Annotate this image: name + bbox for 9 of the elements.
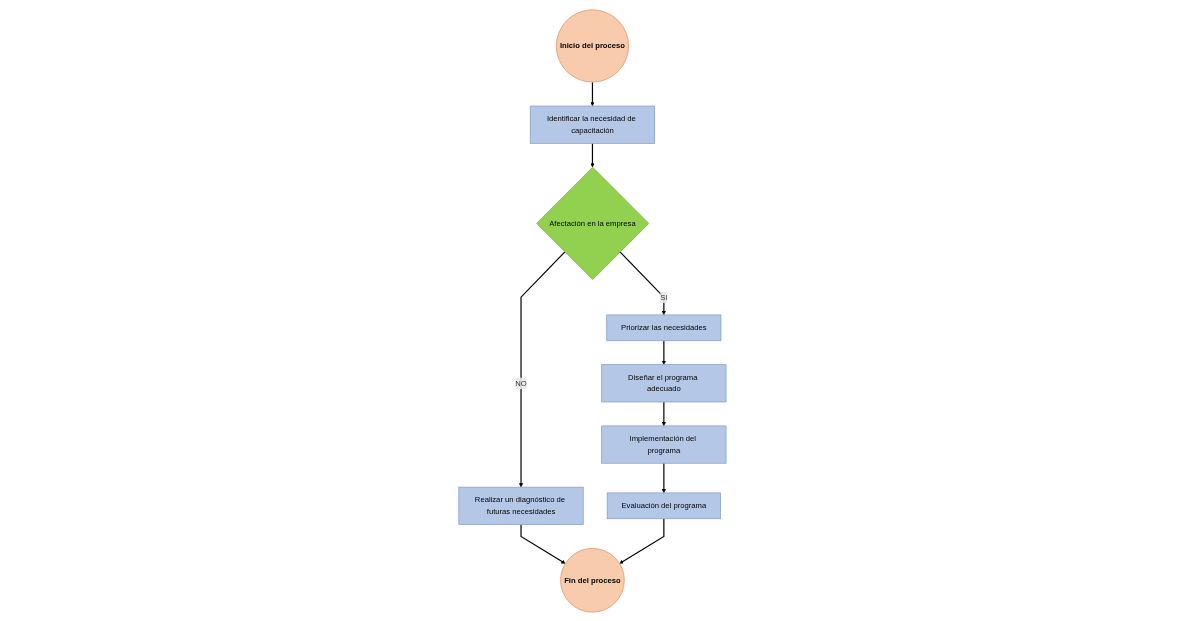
arrow [518, 250, 565, 487]
arrow [661, 462, 666, 493]
arrow [661, 400, 666, 426]
arrow [618, 517, 664, 564]
arrow [520, 523, 565, 564]
arrow [619, 250, 666, 315]
arrow [589, 142, 595, 167]
arrow [589, 81, 595, 106]
arrow [661, 339, 666, 365]
